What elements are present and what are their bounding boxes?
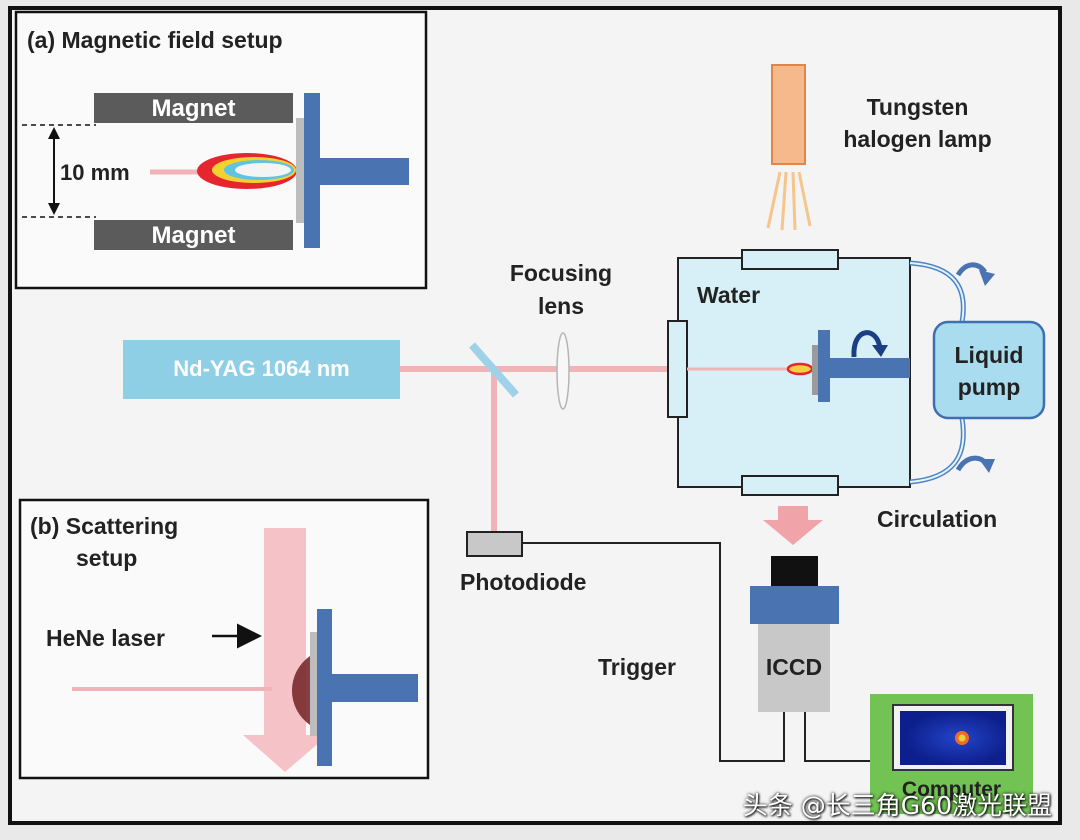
lens-label-line1: Focusing [509,260,613,286]
pump-label-line2: pump [957,374,1021,400]
emission-arrow [763,506,823,545]
beam-splitter [468,342,520,398]
lamp-light-rays [766,171,812,231]
magnet-bottom-label: Magnet [151,222,236,249]
panel-a-holder-plate [304,93,320,248]
photodiode-label: Photodiode [460,569,587,595]
watermark: 头条 @长三角G60激光联盟 [742,791,1052,820]
window-left [667,320,688,418]
chamber-holder-plate [818,330,830,402]
chamber-holder-rod [830,358,910,378]
lamp-label-line1: Tungsten [866,94,969,120]
panel-b-holder-plate [317,609,332,766]
flow-arrow-top [955,262,988,277]
iccd-lens [750,586,839,624]
panel-b-target [310,632,317,736]
lens-label-line2: lens [537,293,585,319]
laser-label: Nd-YAG 1064 nm [173,356,350,381]
focusing-lens [556,332,570,410]
computer-screen [900,711,1006,765]
pump-label-line1: Liquid [954,342,1024,368]
data-cable [804,712,878,762]
water-label: Water [697,282,761,308]
chamber-target [812,345,818,395]
panel-b-title-line1: (b) Scattering [30,513,179,539]
panel-a-title: (a) Magnetic field setup [27,27,283,53]
iccd-camera [758,624,830,712]
magnet-bottom [94,220,293,250]
panel-b-box [18,498,430,780]
iccd-label: ICCD [765,654,823,680]
lamp-label-line2: halogen lamp [843,126,992,152]
computer-label: Computer [901,778,1002,801]
nd-yag-laser [123,340,400,399]
trigger-label: Trigger [598,654,676,680]
tungsten-lamp [771,64,806,165]
window-top [741,249,839,270]
window-bottom [741,475,839,496]
target-sample [296,118,304,223]
iccd-lens-cap [771,556,818,588]
photodiode [466,531,523,557]
magnet-top-label: Magnet [151,95,236,122]
chamber-plasma [786,362,814,376]
rotation-arrow [851,330,883,358]
liquid-pump [932,320,1046,420]
panel-a-holder-rod [320,158,409,185]
scattering-plume [291,656,310,725]
circulation-label: Circulation [877,506,998,532]
panel-b-title-line2: setup [76,545,138,571]
trigger-cable [522,542,785,762]
panel-b-holder-rod [332,674,418,702]
hene-beam-arrow [243,528,328,772]
magnet-top [94,93,293,123]
gap-label: 10 mm [60,160,130,185]
hene-laser-label: HeNe laser [46,625,165,651]
